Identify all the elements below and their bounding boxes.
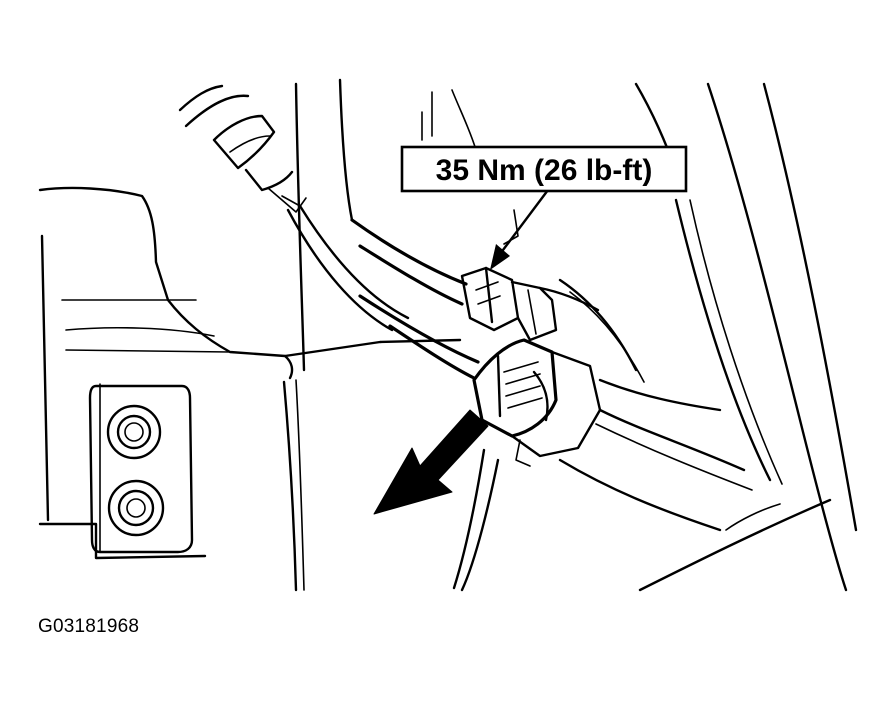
torque-callout-text: 35 Nm (26 lb-ft) <box>436 154 653 187</box>
upper-hose <box>178 84 410 332</box>
frame-rails <box>294 78 858 592</box>
evaporator-outlet <box>452 278 832 592</box>
mounting-plate <box>88 383 194 554</box>
upper-fitting <box>460 266 600 342</box>
bracket-panel <box>38 186 462 592</box>
pointer-arrow-icon <box>373 409 489 515</box>
ac-line <box>350 218 480 380</box>
torque-callout: 35 Nm (26 lb-ft) <box>400 145 688 193</box>
figure-code: G03181968 <box>38 616 140 637</box>
lower-bolt-icon <box>107 479 165 537</box>
upper-bolt-icon <box>106 404 162 460</box>
leader-arrow-icon <box>490 188 550 270</box>
lower-fitting-nut <box>472 338 602 467</box>
